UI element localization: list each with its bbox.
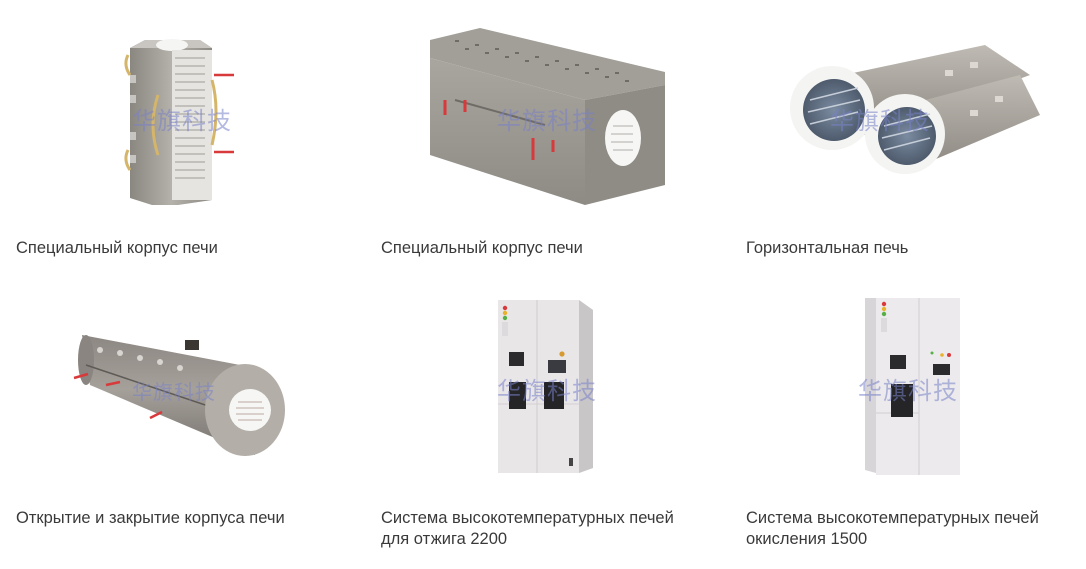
product-title[interactable]: Система высокотемпературных печей для от… [381, 508, 711, 550]
product-title-line-1: Система высокотемпературных печей [381, 509, 674, 527]
product-title-line-2: окисления 1500 [746, 530, 868, 548]
watermark-text: 华旗科技 [497, 107, 597, 135]
product-title-line-1: Система высокотемпературных печей [746, 509, 1039, 527]
product-title[interactable]: Система высокотемпературных печей окисле… [746, 508, 1076, 550]
product-image-rectangular-furnace-body[interactable]: 华旗科技 [365, 0, 710, 215]
product-title[interactable]: Открытие и закрытие корпуса печи [16, 509, 285, 527]
product-image-vertical-furnace-body[interactable]: 华旗科技 [0, 0, 345, 215]
watermark-text: 华旗科技 [132, 380, 216, 404]
watermark-text: 华旗科技 [132, 107, 232, 135]
product-image-split-tube-furnace-body[interactable]: 华旗科技 [0, 280, 345, 495]
product-title-line-2: для отжига 2200 [381, 530, 508, 548]
watermark-text: 华旗科技 [858, 377, 958, 405]
product-image-oxidation-furnace-system[interactable]: 华旗科技 [730, 280, 1075, 495]
watermark-text: 华旗科技 [830, 107, 930, 135]
product-image-annealing-furnace-system[interactable]: 华旗科技 [365, 280, 710, 495]
watermark-text: 华旗科技 [497, 377, 597, 405]
product-image-horizontal-furnace[interactable]: 华旗科技 [730, 0, 1075, 215]
product-title[interactable]: Специальный корпус печи [381, 239, 583, 257]
product-title[interactable]: Специальный корпус печи [16, 239, 218, 257]
product-title[interactable]: Горизонтальная печь [746, 239, 909, 257]
